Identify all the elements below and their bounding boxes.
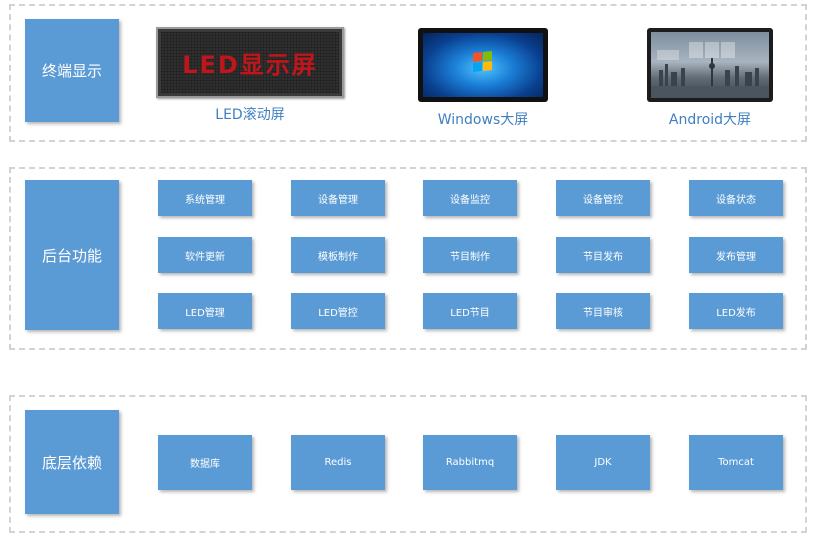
terminal-display-label: 终端显示 (25, 19, 119, 122)
city-skyline-icon (651, 42, 769, 98)
backend-item: 模板制作 (291, 237, 385, 273)
windows-logo-icon (473, 51, 492, 72)
backend-item: 设备管理 (291, 180, 385, 216)
backend-item: 节目发布 (556, 237, 650, 273)
base-dependencies-label: 底层依赖 (25, 410, 119, 514)
terminal-display-section (9, 4, 807, 142)
led-screen-text: LED显示屏 (182, 51, 318, 79)
backend-item: 设备监控 (423, 180, 517, 216)
dependency-item: Tomcat (689, 435, 783, 490)
led-scroll-screen-label: LED滚动屏 (215, 107, 285, 123)
led-screen-image: LED显示屏 (156, 27, 344, 98)
backend-functions-label: 后台功能 (25, 180, 119, 330)
backend-item: 节目审核 (556, 293, 650, 329)
backend-item: LED管理 (158, 293, 252, 329)
backend-functions-section (9, 167, 807, 350)
dependency-item: Redis (291, 435, 385, 490)
windows-screen-image (418, 28, 548, 102)
backend-item: LED管控 (291, 293, 385, 329)
backend-item: LED发布 (689, 293, 783, 329)
backend-item: 软件更新 (158, 237, 252, 273)
backend-item: 设备状态 (689, 180, 783, 216)
windows-screen-label: Windows大屏 (437, 112, 529, 128)
android-screen-label: Android大屏 (668, 112, 752, 128)
backend-item: 节目制作 (423, 237, 517, 273)
backend-item: 发布管理 (689, 237, 783, 273)
dependency-item: Rabbitmq (423, 435, 517, 490)
android-screen-image (647, 28, 773, 102)
backend-item: LED节目 (423, 293, 517, 329)
base-dependencies-section (9, 395, 807, 533)
dependency-item: JDK (556, 435, 650, 490)
backend-item: 设备管控 (556, 180, 650, 216)
backend-item: 系统管理 (158, 180, 252, 216)
dependency-item: 数据库 (158, 435, 252, 490)
